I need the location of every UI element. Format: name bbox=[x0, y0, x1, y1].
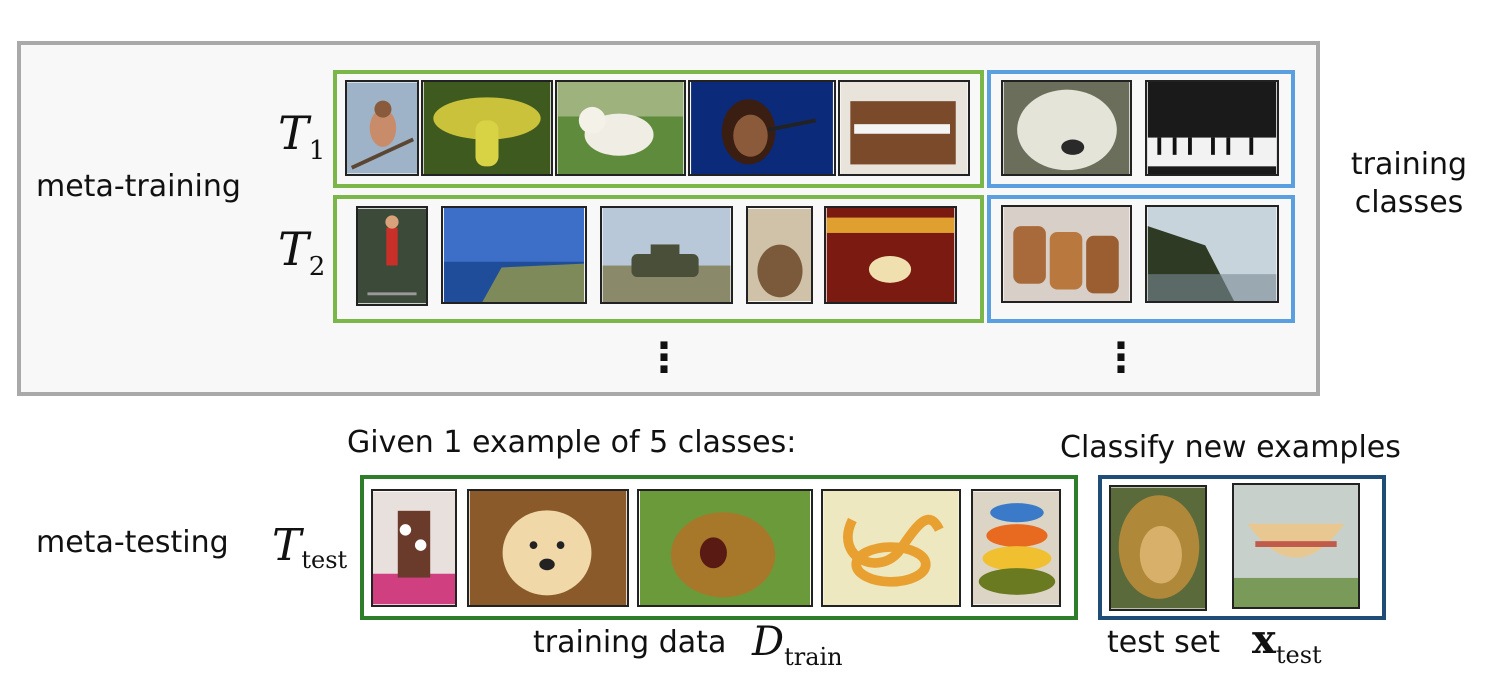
task-2-label: T2 bbox=[278, 222, 326, 282]
test-query-set bbox=[1098, 475, 1386, 620]
parfait-image bbox=[371, 489, 457, 607]
training-classes-label: training classes bbox=[1350, 147, 1468, 220]
training-data-label: training data bbox=[533, 625, 727, 660]
golden-retriever-image bbox=[467, 489, 629, 607]
test-training-set bbox=[360, 475, 1078, 620]
barrel-image bbox=[746, 206, 813, 304]
lion-image bbox=[1109, 485, 1207, 611]
given-examples-caption: Given 1 example of 5 classes: bbox=[347, 425, 797, 460]
bowl-image bbox=[1232, 483, 1360, 609]
cliff-sea-image bbox=[441, 206, 587, 304]
grand-piano-image bbox=[1145, 80, 1279, 176]
tank-image bbox=[600, 206, 733, 304]
task-1-test-set bbox=[987, 70, 1295, 188]
bird-image bbox=[345, 80, 419, 176]
classify-caption: Classify new examples bbox=[1060, 430, 1401, 465]
noodle-image bbox=[821, 489, 961, 607]
task-test-label: Ttest bbox=[272, 520, 348, 574]
more-tasks-dots-query: ··· bbox=[1113, 323, 1129, 393]
singer-image bbox=[688, 80, 836, 176]
cliffs-image bbox=[1145, 205, 1279, 303]
task-2-training-set bbox=[333, 195, 984, 323]
x-test-symbol: xtest bbox=[1252, 616, 1322, 669]
task-2-test-set bbox=[987, 195, 1295, 323]
task-1-label: T1 bbox=[278, 106, 326, 166]
carousel-image bbox=[824, 206, 957, 304]
more-tasks-dots: ··· bbox=[656, 323, 672, 393]
lion-roaring-image bbox=[637, 489, 813, 607]
mushroom-image bbox=[421, 80, 553, 176]
piano-image bbox=[838, 80, 970, 176]
bowls-image bbox=[971, 489, 1061, 607]
task-1-training-set bbox=[333, 70, 984, 188]
d-train-symbol: Dtrain bbox=[752, 619, 843, 671]
white-dog-image bbox=[555, 80, 686, 176]
barrels-image bbox=[1001, 205, 1132, 303]
meta-training-label: meta-training bbox=[36, 169, 241, 204]
shaggy-dog-image bbox=[1001, 80, 1132, 176]
meta-testing-label: meta-testing bbox=[36, 525, 229, 560]
gymnast-image bbox=[356, 206, 428, 306]
test-set-label: test set bbox=[1107, 625, 1220, 660]
